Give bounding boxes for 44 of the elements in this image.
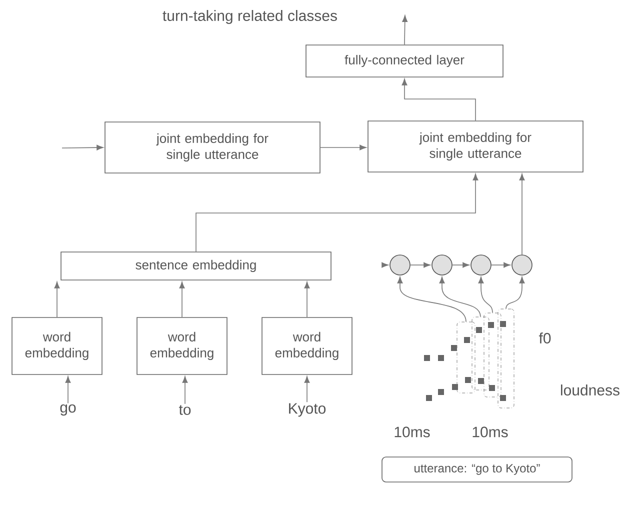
arrow [196,174,478,252]
input-word: go [60,404,76,416]
arrow [54,282,60,318]
recurrent-unit-circle [390,254,410,276]
arrow [304,282,310,318]
arrow [452,262,470,268]
arrow [62,144,104,150]
arrow [65,376,71,404]
time-step-label: 10ms [394,426,430,438]
process-box: word embedding [12,317,102,375]
frame-group-box [456,322,476,394]
arrow [478,276,493,314]
process-box: fully-connected layer [306,44,504,78]
arrow [179,282,185,318]
arrow [304,376,310,402]
arrow [410,262,430,268]
feature-label: f0 [538,332,551,344]
feature-label: loudness [561,384,620,396]
arrow [320,144,366,150]
arrow [491,262,510,268]
time-step-label: 10ms [472,426,508,438]
arrow [439,276,481,318]
arrow [182,376,188,404]
recurrent-unit-circle [470,254,492,276]
process-box: word embedding [262,317,352,375]
frame-group-box [484,312,502,398]
frame-group-box [498,308,514,408]
process-box: joint embedding for single utterance [104,122,320,174]
input-word: Kyoto [289,403,326,417]
utterance-box: utterance: “go to Kyoto” [382,456,572,482]
arrow [519,174,525,255]
arrow [506,276,525,310]
arrow [397,276,466,322]
frame-group-box [472,316,490,390]
arrow [382,262,388,268]
recurrent-unit-circle [512,254,532,276]
arrow [402,15,408,45]
process-box: word embedding [136,317,228,375]
process-box: sentence embedding [60,252,332,280]
recurrent-unit-circle [432,254,452,276]
turn-taking-label: turn-taking related classes [162,10,337,24]
input-word: to [178,405,191,415]
arrow [402,78,476,121]
process-box: joint embedding for single utterance [368,120,584,172]
